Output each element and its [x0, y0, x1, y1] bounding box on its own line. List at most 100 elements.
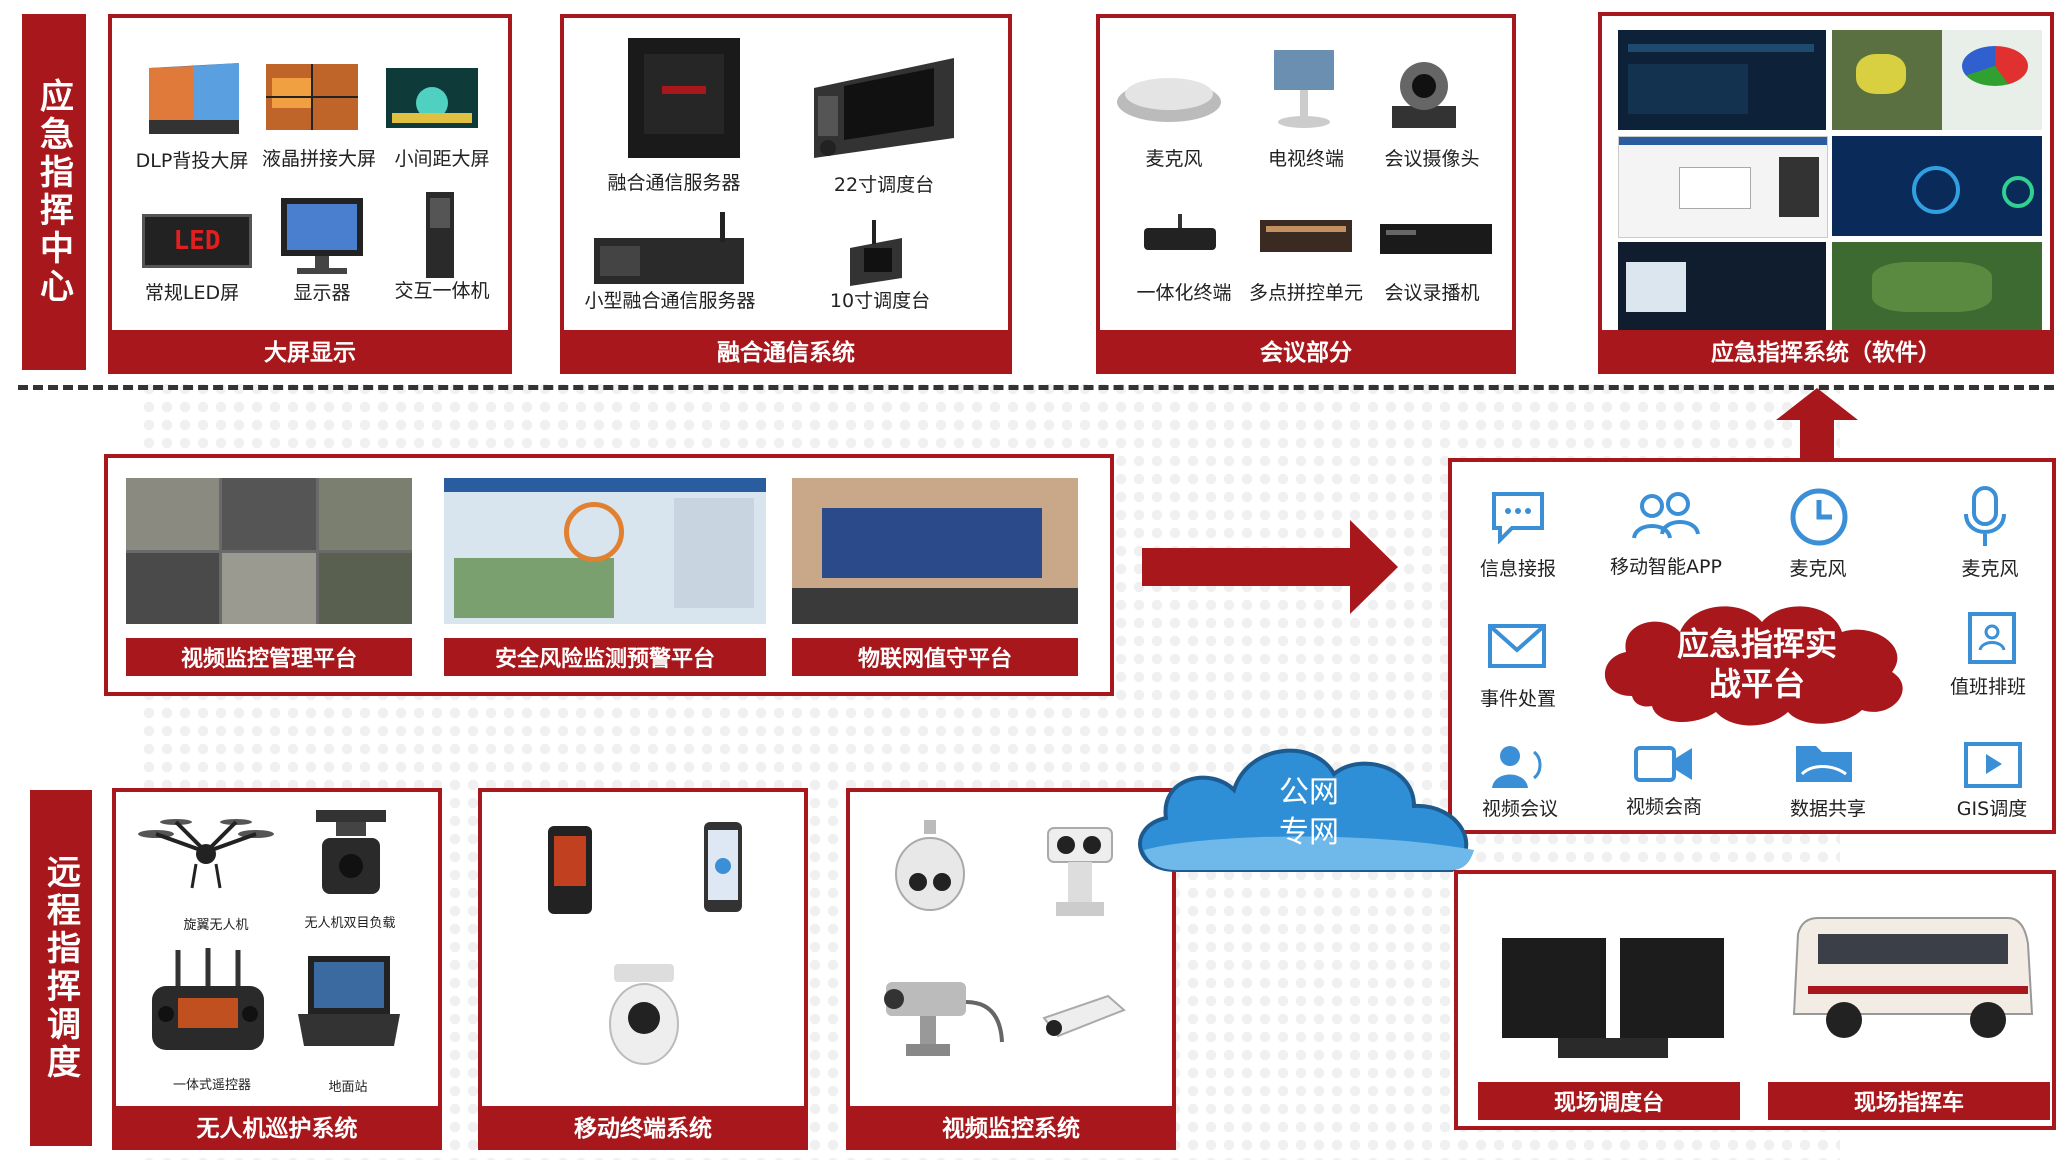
data-share-icon [1796, 746, 1852, 782]
fusion-item-4: 10寸调度台 [829, 290, 931, 312]
small-fusion-server-icon [594, 212, 744, 284]
remote-dispatch-label: 远程指挥调度 [30, 790, 92, 1146]
network-cloud-icon: 公网 专网 [1138, 748, 1474, 872]
platform-title-3: 物联网值守平台 [792, 638, 1078, 676]
mobile-app-icon [1632, 492, 1700, 539]
uav-panel: 旋翼无人机 无人机双目负载 一体式遥控器 地面站 无人机巡护系统 [112, 788, 442, 1150]
safety-risk-screenshot [444, 478, 766, 624]
software-screenshot-4 [1832, 136, 2042, 236]
uav-item-4: 地面站 [328, 1080, 368, 1095]
field-title-2: 现场指挥车 [1768, 1082, 2050, 1120]
conference-item-2: 电视终端 [1267, 148, 1345, 170]
right-arrow-icon [1142, 520, 1398, 614]
command-vehicle-icon [1792, 917, 2034, 1038]
big-screen-title: 大屏显示 [112, 330, 508, 370]
video-consult-icon [1634, 746, 1692, 782]
rugged-phone-icon [548, 826, 592, 914]
conference-item-3: 会议摄像头 [1384, 148, 1480, 170]
cloud-line-1: 公网 [1279, 775, 1339, 810]
software-screenshot-6 [1832, 242, 2042, 334]
command-center-label: 应急指挥中心 [22, 14, 86, 370]
clock-icon [1790, 488, 1848, 546]
fusion-server-icon [628, 38, 740, 158]
monitor-icon [281, 198, 363, 274]
integrated-terminal-icon [1144, 214, 1216, 250]
small-pitch-screen-icon [386, 68, 478, 128]
combat-item-2: 移动智能APP [1610, 556, 1722, 578]
video-title: 视频监控系统 [850, 1106, 1172, 1146]
software-screenshot-2 [1832, 30, 2042, 130]
conference-camera-icon [1392, 62, 1456, 128]
duty-schedule-icon [1968, 612, 2016, 664]
conference-panel: 麦克风 电视终端 会议摄像头 一体化终端 多点拼控单元 会议录播机 会议部分 [1096, 14, 1516, 374]
dome-camera-icon [895, 820, 965, 911]
recorder-icon [1380, 224, 1492, 254]
combat-item-7: 视频会议 [1481, 798, 1559, 820]
led-screen-icon: LED [142, 214, 252, 268]
big-screen-item-4: 常规LED屏 [144, 282, 240, 304]
smartphone-icon [704, 822, 742, 912]
uav-item-1: 旋翼无人机 [183, 918, 249, 933]
bullet-camera-icon [1042, 994, 1126, 1038]
combat-platform-name-line1: 应急指挥实 [1676, 625, 1837, 663]
big-screen-item-5: 显示器 [293, 282, 351, 304]
ground-station-icon [298, 956, 400, 1046]
video-monitoring-screenshot [126, 478, 412, 624]
video-meeting-icon [1492, 746, 1542, 788]
mobile-panel: 移动终端系统 [478, 788, 808, 1150]
software-screenshot-5 [1618, 242, 1826, 334]
explosion-proof-camera-icon [884, 982, 1004, 1056]
big-screen-item-1: DLP背投大屏 [135, 150, 249, 172]
kiosk-icon [426, 192, 454, 278]
field-title-1: 现场调度台 [1478, 1082, 1740, 1120]
conference-item-5: 多点拼控单元 [1248, 282, 1364, 304]
fusion-item-2: 22寸调度台 [833, 174, 935, 196]
lcd-splice-screen-icon [266, 64, 358, 130]
microphone-icon [1964, 486, 2006, 546]
mcu-unit-icon [1260, 220, 1352, 252]
fusion-item-1: 融合通信服务器 [607, 172, 741, 194]
uav-item-2: 无人机双目负载 [304, 916, 396, 931]
gis-dispatch-icon [1964, 742, 2022, 788]
dual-payload-icon [316, 810, 386, 894]
up-arrow-icon [1776, 388, 1858, 458]
combat-item-1: 信息接报 [1479, 558, 1557, 580]
conference-item-1: 麦克风 [1145, 148, 1203, 170]
platform-title-2: 安全风险监测预警平台 [444, 638, 766, 676]
combat-item-3: 麦克风 [1789, 558, 1847, 580]
dispatch-console-10-icon [850, 220, 902, 286]
combat-platform-name-line2: 战平台 [1708, 665, 1805, 703]
fusion-comm-panel: 融合通信服务器 22寸调度台 小型融合通信服务器 10寸调度台 融合通信系统 [560, 14, 1012, 374]
combat-item-4: 麦克风 [1961, 558, 2019, 580]
combat-platform-name: 应急指挥实 战平台 [1612, 624, 1902, 704]
combat-platform-panel: 信息接报 移动智能APP 麦克风 麦克风 事件处置 应急指挥实 战平台 值班排班… [1448, 458, 2056, 834]
uav-title: 无人机巡护系统 [116, 1106, 438, 1146]
mobile-title: 移动终端系统 [482, 1106, 804, 1146]
software-panel: 应急指挥系统（软件） [1598, 12, 2054, 374]
fusion-comm-title: 融合通信系统 [564, 330, 1008, 370]
software-title: 应急指挥系统（软件） [1602, 330, 2050, 370]
cloud-line-2: 专网 [1279, 815, 1339, 850]
combat-item-8: 视频会商 [1625, 796, 1703, 818]
combat-item-5: 事件处置 [1479, 688, 1557, 710]
combat-item-10: GIS调度 [1956, 798, 2028, 820]
event-envelope-icon [1488, 624, 1546, 668]
ptz-mobile-camera-icon [609, 964, 679, 1065]
combat-item-6: 值班排班 [1949, 676, 2027, 698]
drone-icon [138, 819, 274, 889]
conference-item-6: 会议录播机 [1384, 282, 1480, 304]
fusion-item-3: 小型融合通信服务器 [584, 290, 756, 312]
combat-item-9: 数据共享 [1789, 798, 1867, 820]
iot-duty-screenshot [792, 478, 1078, 624]
platforms-panel: 视频监控管理平台 安全风险监测预警平台 物联网值守平台 [104, 454, 1114, 696]
tv-terminal-icon [1274, 50, 1334, 128]
big-screen-panel: DLP背投大屏 液晶拼接大屏 小间距大屏 LED 常规LED屏 显示器 交互一体… [108, 14, 512, 374]
remote-controller-icon [152, 948, 264, 1050]
dispatch-console-22-icon [814, 58, 954, 158]
thermal-camera-icon [1047, 827, 1113, 916]
conference-item-4: 一体化终端 [1136, 282, 1232, 304]
uav-item-3: 一体式遥控器 [172, 1078, 252, 1093]
field-panel: 现场调度台 现场指挥车 [1454, 870, 2056, 1130]
dlp-screen-icon [149, 63, 239, 134]
combat-platform-cloud [1604, 606, 1903, 726]
